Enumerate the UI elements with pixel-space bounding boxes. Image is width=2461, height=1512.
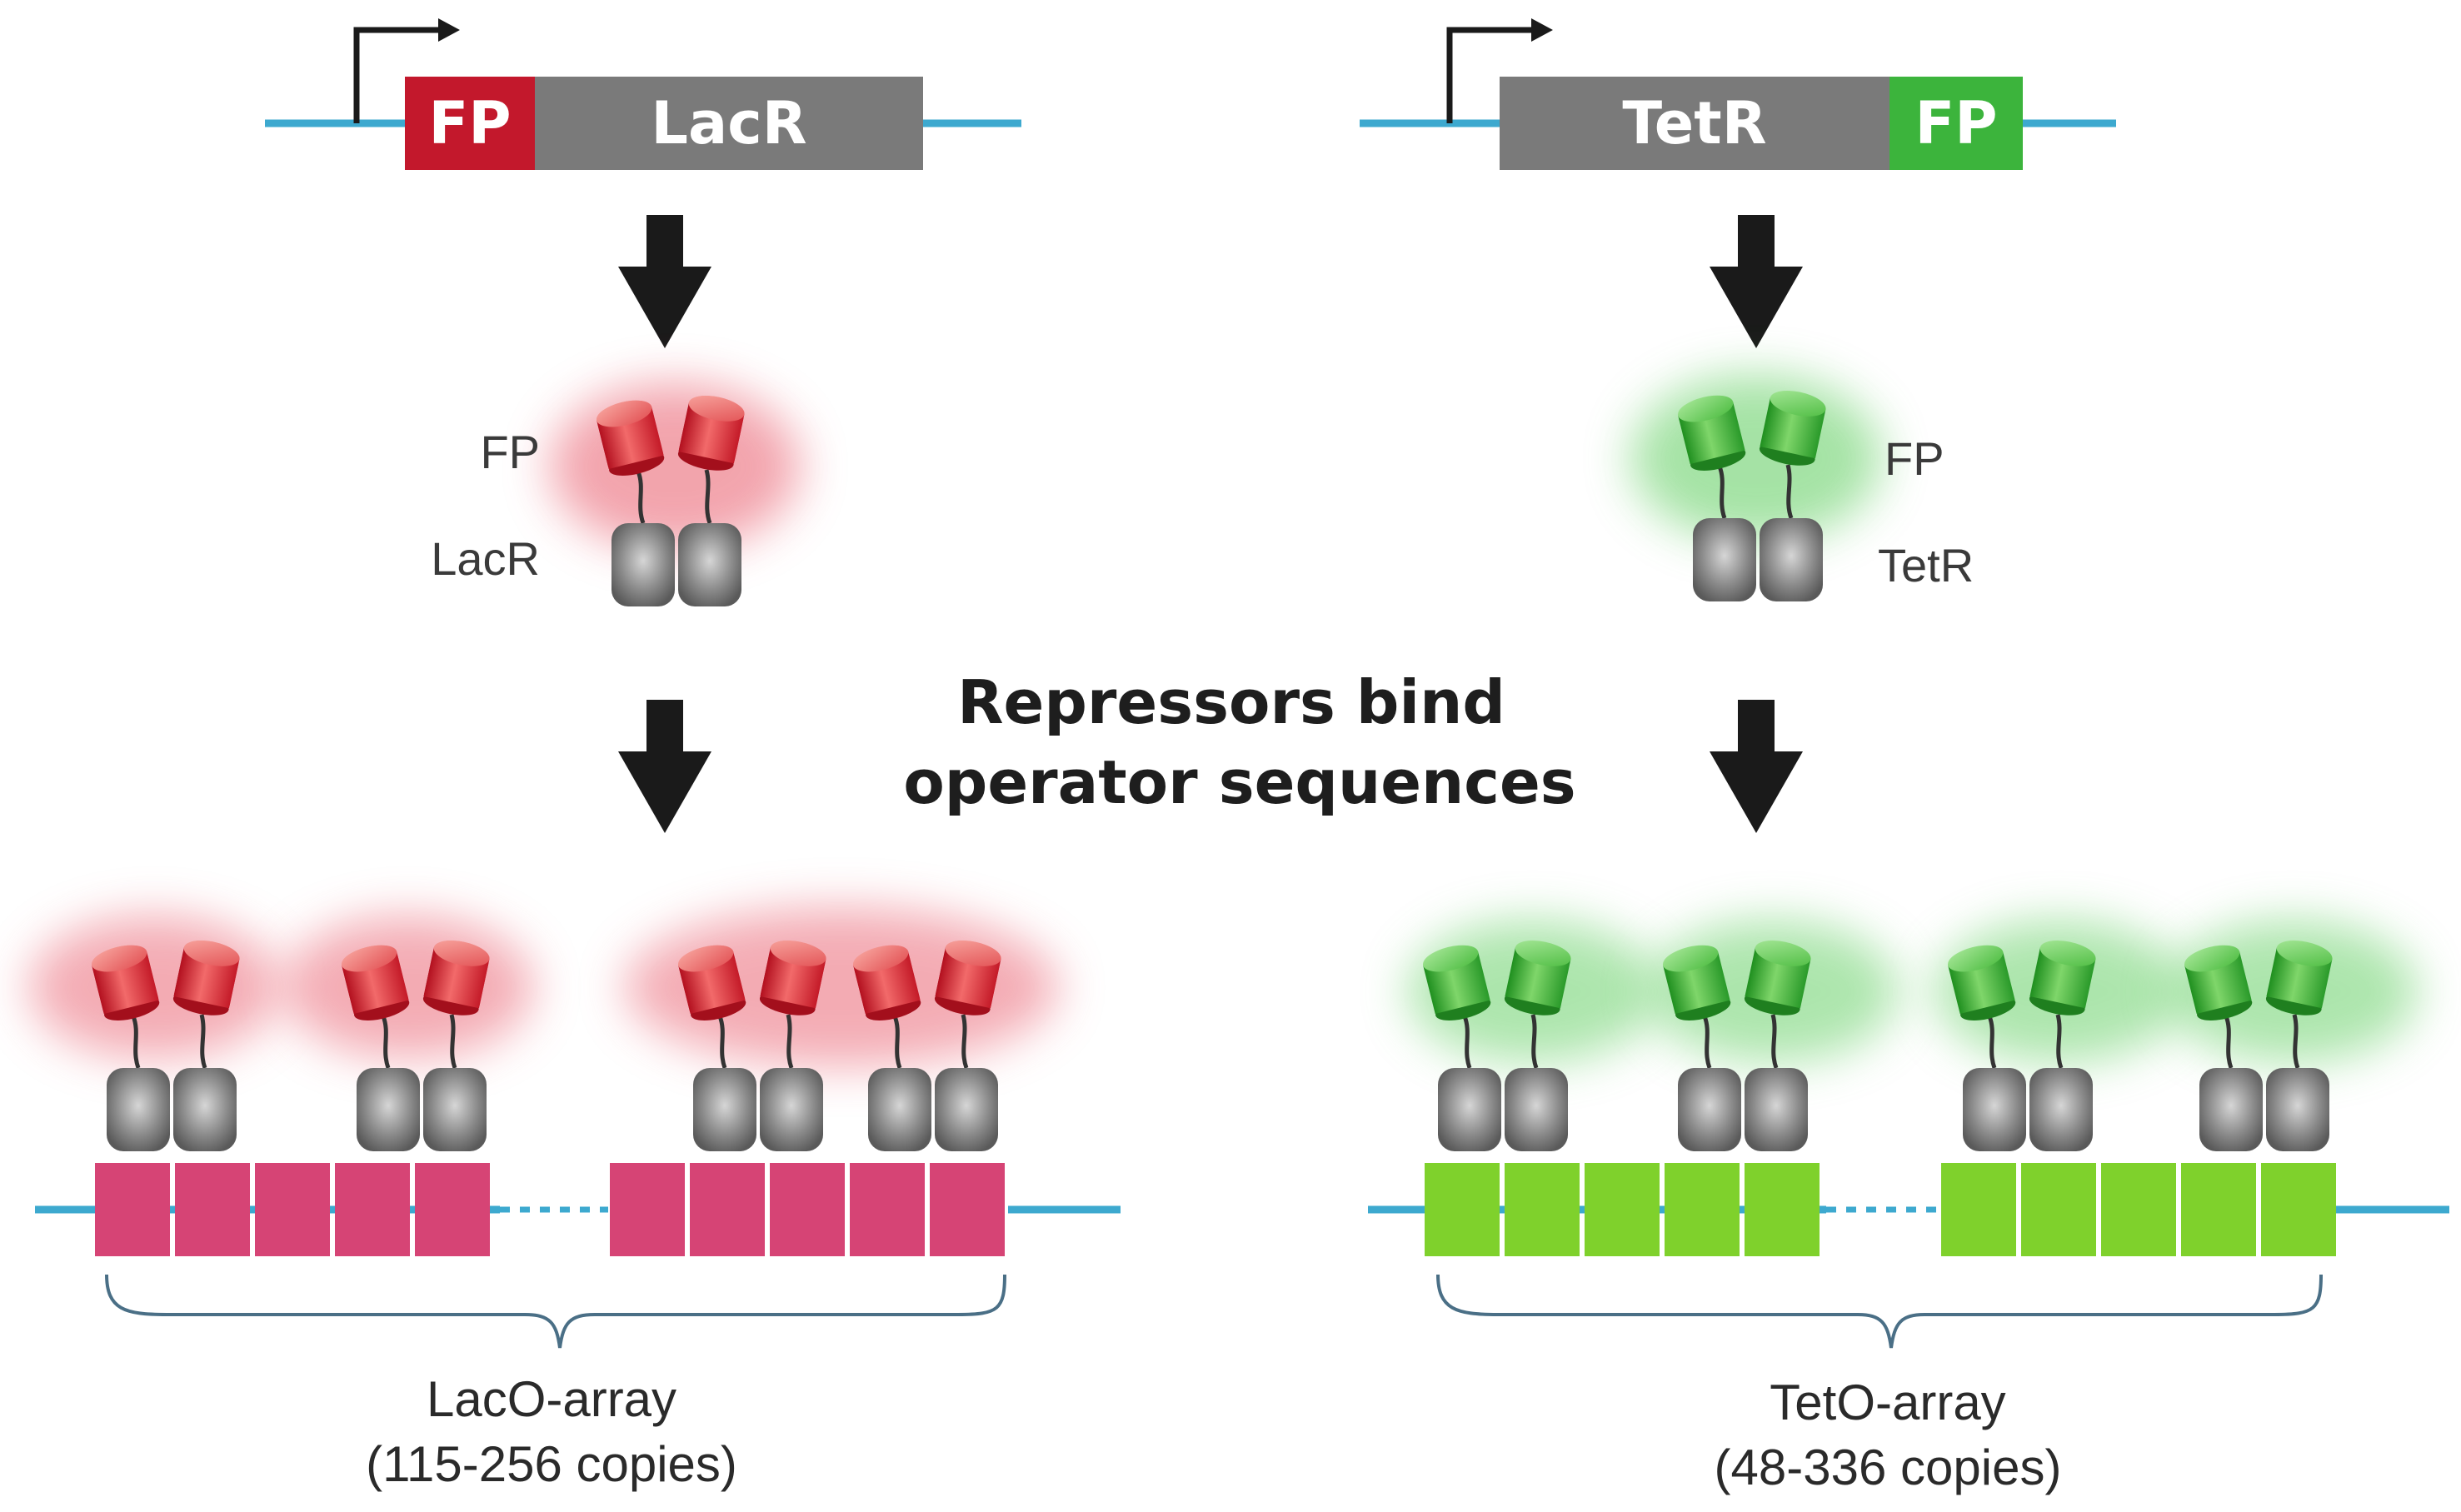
- right-expression-arrow-icon: [1710, 215, 1803, 348]
- right-fp-segment: [1889, 77, 2023, 170]
- laco-array-copies: (115-256 copies): [366, 1436, 737, 1492]
- laco-brace: [105, 1274, 1006, 1349]
- right-fp-protein-label: FP: [1884, 432, 1944, 485]
- right-fp-gene-label: FP: [1914, 89, 1997, 157]
- center-caption-line1: Repressors bind: [957, 667, 1505, 737]
- laco-array: [29, 908, 1121, 1349]
- left-fp-protein-label: FP: [480, 426, 540, 478]
- left-fusion-protein: [550, 383, 800, 606]
- tetr-segment: [1500, 77, 1889, 170]
- teto-array-copies: (48-336 copies): [1715, 1440, 2062, 1495]
- promoter-arrow-icon-right: [1446, 27, 1535, 123]
- left-binding-arrow-icon: [618, 700, 711, 833]
- left-fp-gene-label: FP: [428, 89, 511, 157]
- teto-array: [1368, 921, 2449, 1349]
- tetr-gene-label: TetR: [1622, 89, 1766, 157]
- left-fp-segment: [405, 77, 535, 170]
- teto-operator-boxes: [1425, 1163, 2336, 1256]
- laco-array-name: LacO-array: [427, 1371, 676, 1427]
- right-binding-arrow-icon: [1710, 700, 1803, 833]
- right-gene-construct: TetR FP: [1360, 18, 2116, 170]
- right-fusion-protein: [1631, 375, 1881, 601]
- lacr-gene-label: LacR: [651, 89, 806, 157]
- left-gene-construct: FP LacR: [265, 18, 1021, 170]
- center-caption-line2: operator sequences: [903, 747, 1575, 817]
- tetr-protein-label: TetR: [1878, 539, 1974, 591]
- teto-brace: [1436, 1274, 2323, 1349]
- promoter-arrow-icon: [353, 27, 442, 123]
- laco-operator-boxes: [95, 1163, 1005, 1256]
- teto-array-name: TetO-array: [1770, 1375, 2005, 1430]
- lacr-segment: [535, 77, 923, 170]
- lacr-protein-label: LacR: [431, 532, 540, 585]
- left-expression-arrow-icon: [618, 215, 711, 348]
